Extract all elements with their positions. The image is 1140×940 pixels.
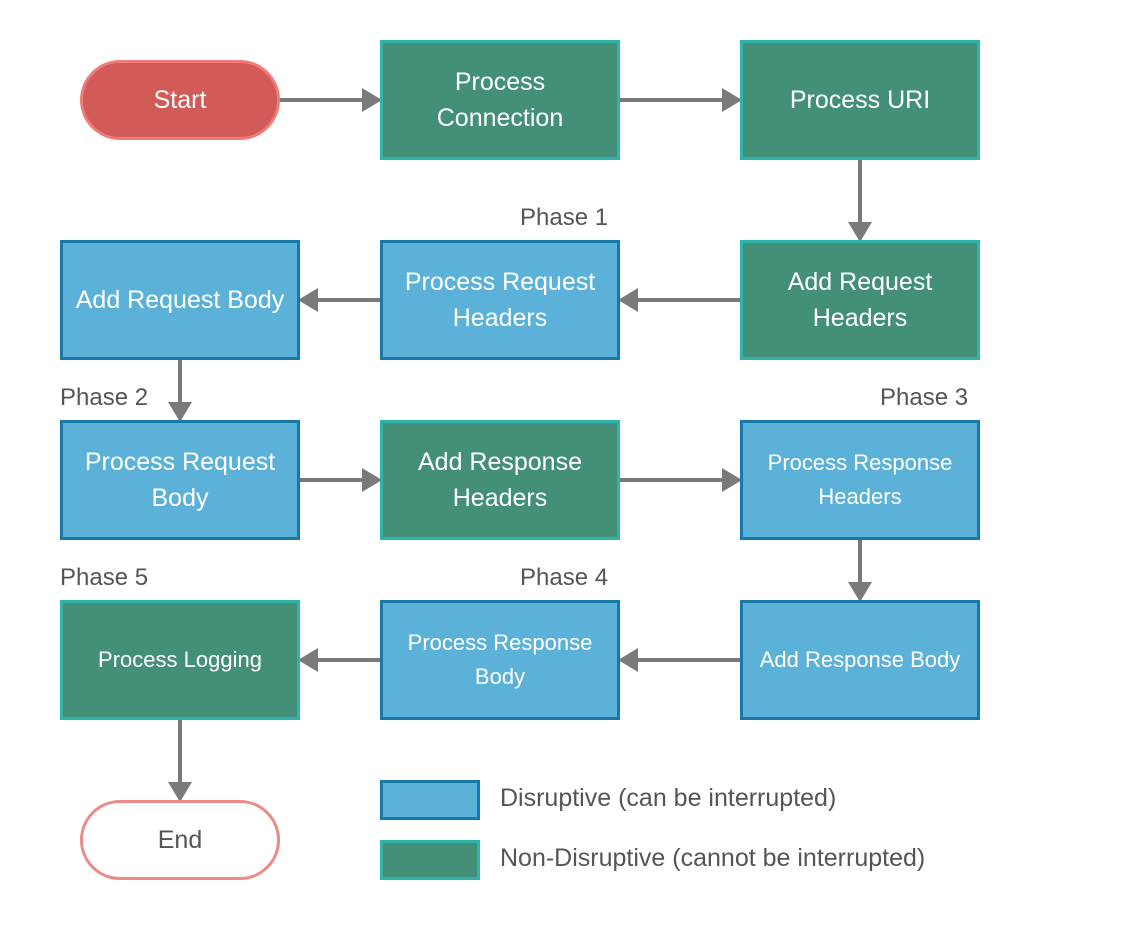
arrowhead-add-resp-body-to-proc-resp-body	[618, 648, 638, 672]
add-request-headers-node: Add Request Headers	[740, 240, 980, 360]
process-connection-node: Process Connection	[380, 40, 620, 160]
process-response-body-node: Process Response Body	[380, 600, 620, 720]
arrowhead-proc-resp-body-to-logging	[298, 648, 318, 672]
add-request-headers-label: Add Request Headers	[787, 268, 933, 332]
legend-disruptive-swatch	[380, 780, 480, 820]
end-node: End	[80, 800, 280, 880]
process-request-body-label: Process Request Body	[84, 448, 276, 512]
phase-1-label: Phase 1	[520, 204, 609, 231]
process-request-headers-node: Process Request Headers	[380, 240, 620, 360]
add-response-headers-node: Add Response Headers	[380, 420, 620, 540]
phase-4-label: Phase 4	[520, 564, 609, 591]
process-uri-label: Process URI	[789, 86, 931, 114]
process-logging-node: Process Logging	[60, 600, 300, 720]
arrowhead-connection-to-uri	[722, 88, 742, 112]
add-request-body-label: Add Request Body	[75, 286, 285, 314]
arrowhead-proc-req-headers-to-add-req-body	[298, 288, 318, 312]
phase-3-label: Phase 3	[880, 384, 969, 411]
process-logging-label: Process Logging	[98, 647, 262, 672]
arrowhead-proc-req-body-to-add-resp-headers	[362, 468, 382, 492]
process-uri-node: Process URI	[740, 40, 980, 160]
process-response-headers-node: Process Response Headers	[740, 420, 980, 540]
process-response-body-label: Process Response Body	[407, 630, 593, 689]
process-request-body-node: Process Request Body	[60, 420, 300, 540]
arrowhead-start-to-connection	[362, 88, 382, 112]
arrowhead-logging-to-end	[168, 782, 192, 802]
legend-disruptive-label: Disruptive (can be interrupted)	[500, 784, 837, 812]
legend-non-disruptive-label: Non-Disruptive (cannot be interrupted)	[500, 844, 926, 872]
arrowhead-proc-resp-headers-to-add-resp-body	[848, 582, 872, 602]
end-label: End	[157, 826, 203, 854]
arrowhead-add-resp-headers-to-proc-resp-headers	[722, 468, 742, 492]
arrowhead-add-req-body-to-proc-req-body	[168, 402, 192, 422]
add-response-body-node: Add Response Body	[740, 600, 980, 720]
process-request-headers-label: Process Request Headers	[404, 268, 596, 332]
legend-non-disruptive-swatch	[380, 840, 480, 880]
phase-2-label: Phase 2	[60, 384, 149, 411]
phase-5-label: Phase 5	[60, 564, 149, 591]
start-label: Start	[153, 86, 207, 114]
add-response-headers-label: Add Response Headers	[417, 448, 582, 512]
process-connection-label: Process Connection	[436, 68, 564, 132]
add-response-body-label: Add Response Body	[759, 647, 961, 672]
process-response-headers-label: Process Response Headers	[767, 450, 953, 509]
add-request-body-node: Add Request Body	[60, 240, 300, 360]
arrowhead-add-req-headers-to-proc-req-headers	[618, 288, 638, 312]
start-node: Start	[80, 60, 280, 140]
arrowhead-uri-to-add-req-headers	[848, 222, 872, 242]
